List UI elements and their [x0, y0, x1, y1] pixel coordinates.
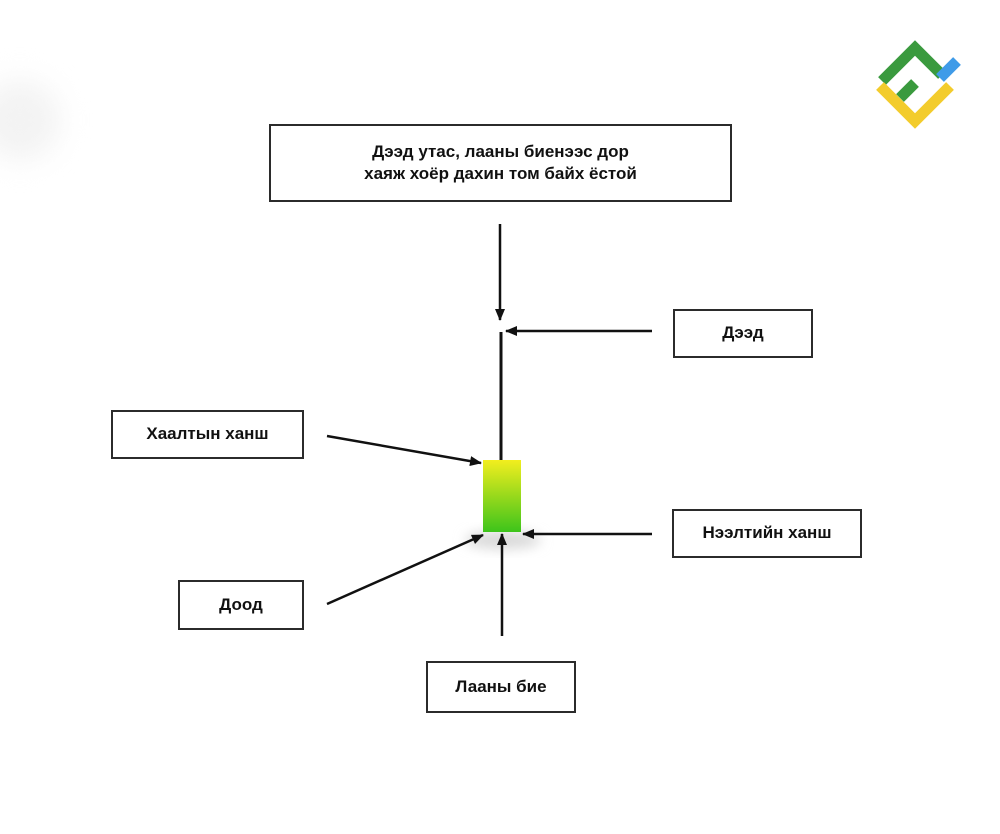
open-label: Нээлтийн ханш [702, 523, 832, 543]
open-label-box: Нээлтийн ханш [672, 509, 862, 558]
low-label: Доод [219, 594, 263, 614]
close-label: Хаалтын ханш [146, 424, 269, 444]
arrow-low [326, 533, 484, 606]
close-label-box: Хаалтын ханш [111, 410, 304, 459]
high-label-box: Дээд [673, 309, 813, 358]
arrow-close [326, 434, 482, 467]
upper-shadow-note-box: Дээд утас, лааны биенээс дор хаяж хоёр д… [269, 124, 732, 202]
brand-logo-icon [876, 40, 961, 129]
body-label-box: Лааны бие [426, 661, 576, 713]
body-label: Лааны бие [455, 676, 547, 696]
candle-body [483, 460, 521, 532]
upper-shadow-note-line1: Дээд утас, лааны биенээс дор [372, 141, 629, 161]
upper-shadow-note-line2: хаяж хоёр дахин том байх ёстой [364, 164, 637, 183]
high-label: Дээд [722, 323, 764, 343]
low-label-box: Доод [178, 580, 304, 630]
